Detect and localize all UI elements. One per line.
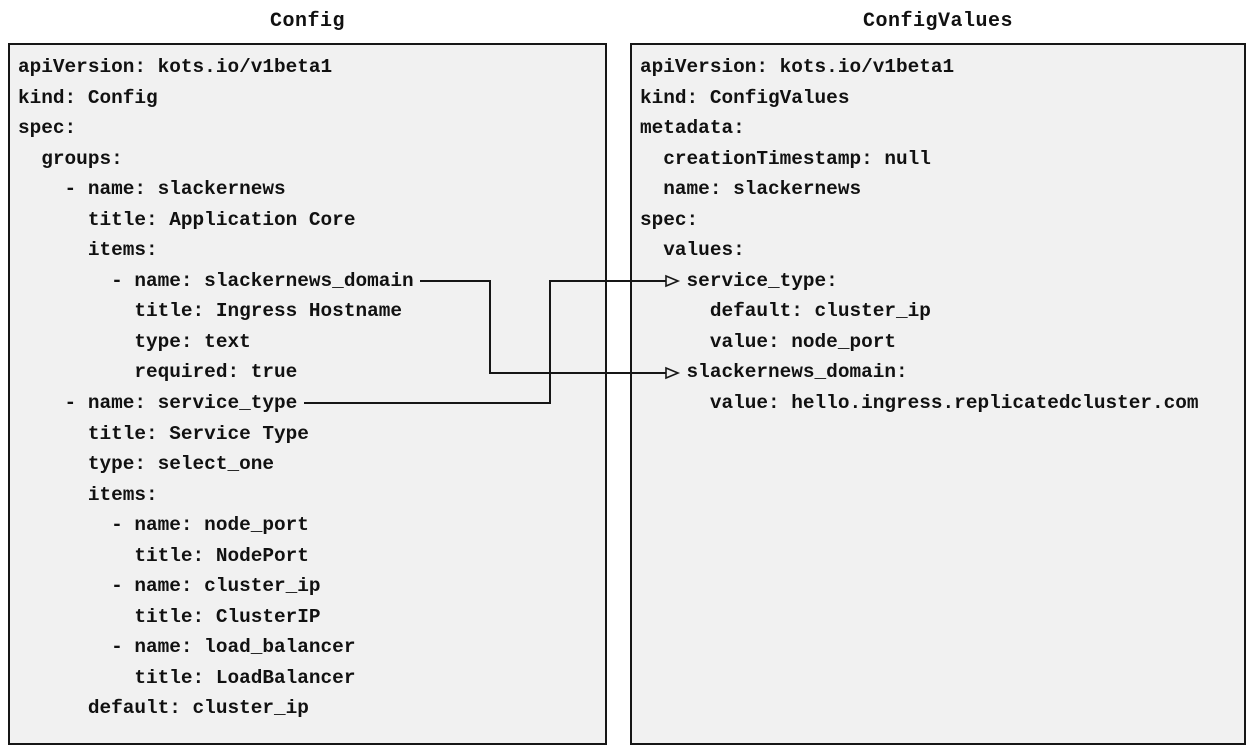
config-panel-title: Config [269, 10, 345, 33]
configvalues-panel-title: ConfigValues [862, 10, 1014, 33]
config-panel: apiVersion: kots.io/v1beta1 kind: Config… [8, 43, 607, 745]
config-yaml-code: apiVersion: kots.io/v1beta1 kind: Config… [18, 56, 414, 720]
configvalues-yaml-code: apiVersion: kots.io/v1beta1 kind: Config… [640, 56, 1199, 415]
configvalues-panel: apiVersion: kots.io/v1beta1 kind: Config… [630, 43, 1246, 745]
